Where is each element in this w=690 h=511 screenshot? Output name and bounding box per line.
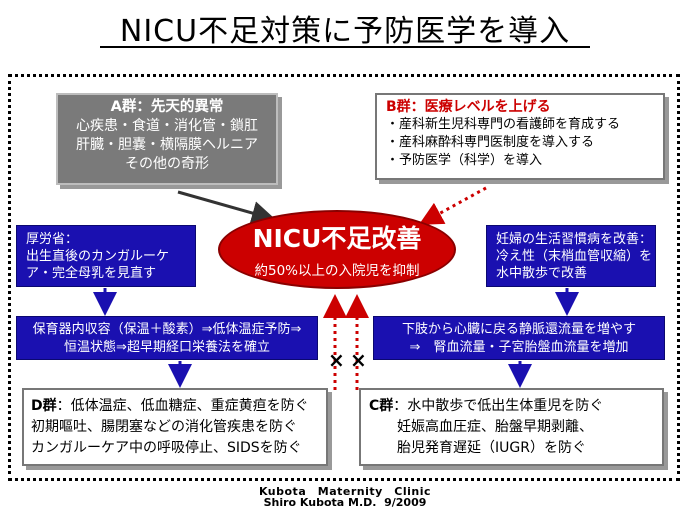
group-d-line2: 初期嘔吐、腸閉塞などの消化管疾患を防ぐ: [31, 419, 297, 435]
footer-author: Shiro Kubota M.D. 9/2009: [263, 496, 427, 509]
kouroushou-line: 厚労省：: [26, 232, 79, 247]
group-a-line: その他の奇形: [125, 156, 209, 172]
x-mark: ×: [350, 348, 367, 372]
group-b-heading: B群：医療レベルを上げる: [386, 99, 551, 115]
group-b-item: ・予防医学（科学）を導入: [386, 153, 543, 168]
group-d-box: D群：低体温症、低血糖症、重症黄疸を防ぐ 初期嘔吐、腸閉塞などの消化管疾患を防ぐ…: [22, 388, 328, 466]
group-c-line2: 妊娠高血圧症、胎盤早期剥離、: [369, 419, 593, 435]
incubator-box: 保育器内収容（保温＋酸素）⇒低体温症予防⇒ 恒温状態⇒超早期経口栄養法を確立: [16, 316, 318, 360]
page-title: NICU不足対策に予防医学を導入: [119, 14, 571, 49]
venous-return-line: 下肢から心臓に戻る静脈還流量を増やす: [401, 322, 636, 337]
footer-clinic-name: Kubota Maternity Clinic: [258, 485, 432, 498]
kouroushou-line: ア・完全母乳を見直す: [26, 266, 157, 281]
incubator-line: 保育器内収容（保温＋酸素）⇒低体温症予防⇒: [32, 322, 302, 337]
ninpu-line: 水中散歩で改善: [496, 266, 588, 281]
venous-return-box: 下肢から心臓に戻る静脈還流量を増やす ⇒ 腎血流量・子宮胎盤血流量を増加: [373, 316, 665, 360]
group-b-box: B群：医療レベルを上げる ・産科新生児科専門の看護師を育成する ・産科麻酔科専門…: [375, 93, 665, 180]
group-c-box: C群：水中散歩で低出生体重児を防ぐ 妊娠高血圧症、胎盤早期剥離、 胎児発育遅延（…: [359, 388, 664, 466]
ninpu-box: 妊婦の生活習慣病を改善： 冷え性（末梢血管収縮）を 水中散歩で改善: [486, 225, 656, 287]
incubator-line: 恒温状態⇒超早期経口栄養法を確立: [64, 340, 270, 355]
kouroushou-box: 厚労省： 出生直後のカンガルーケ ア・完全母乳を見直す: [16, 225, 196, 287]
title-underline: [100, 46, 590, 48]
center-main-text: NICU不足改善: [252, 224, 422, 253]
dotted-outer-frame: [8, 74, 680, 481]
venous-return-line: ⇒ 腎血流量・子宮胎盤血流量を増加: [409, 340, 629, 355]
ninpu-line: 妊婦の生活習慣病を改善：: [496, 232, 653, 247]
group-c-line1: C群：水中散歩で低出生体重児を防ぐ: [369, 396, 662, 417]
group-b-item: ・産科新生児科専門の看護師を育成する: [386, 117, 621, 132]
arrow-a-to-center: [177, 190, 276, 225]
group-a-box: A群：先天的異常 心疾患・食道・消化管・鎖肛 肝臓・胆嚢・横隔膜ヘルニア その他…: [56, 93, 278, 185]
ninpu-line: 冷え性（末梢血管収縮）を: [496, 249, 653, 264]
group-d-line1: D群：低体温症、低血糖症、重症黄疸を防ぐ: [31, 396, 326, 417]
nicu-improvement-ellipse: NICU不足改善 約50%以上の入院児を抑制: [218, 210, 456, 289]
center-sub-text: 約50%以上の入院児を抑制: [254, 263, 420, 279]
group-a-line: 心疾患・食道・消化管・鎖肛: [76, 118, 258, 134]
group-c-line3: 胎児発育遅延（IUGR）を防ぐ: [369, 440, 586, 456]
group-c-line1-text: ：水中散歩で低出生体重児を防ぐ: [393, 398, 604, 414]
group-a-heading: A群：先天的異常: [110, 99, 224, 115]
group-d-line1-text: ：低体温症、低血糖症、重症黄疸を防ぐ: [56, 398, 309, 414]
group-d-label: D群: [31, 398, 57, 414]
group-d-line3: カンガルーケア中の呼吸停止、SIDSを防ぐ: [31, 440, 302, 456]
kouroushou-line: 出生直後のカンガルーケ: [26, 249, 170, 264]
group-a-line: 肝臓・胆嚢・横隔膜ヘルニア: [76, 137, 258, 153]
x-mark: ×: [328, 348, 345, 372]
group-b-item: ・産科麻酔科専門医制度を導入する: [386, 135, 595, 150]
group-c-label: C群: [369, 398, 394, 414]
arrow-b-to-center: [418, 186, 487, 225]
